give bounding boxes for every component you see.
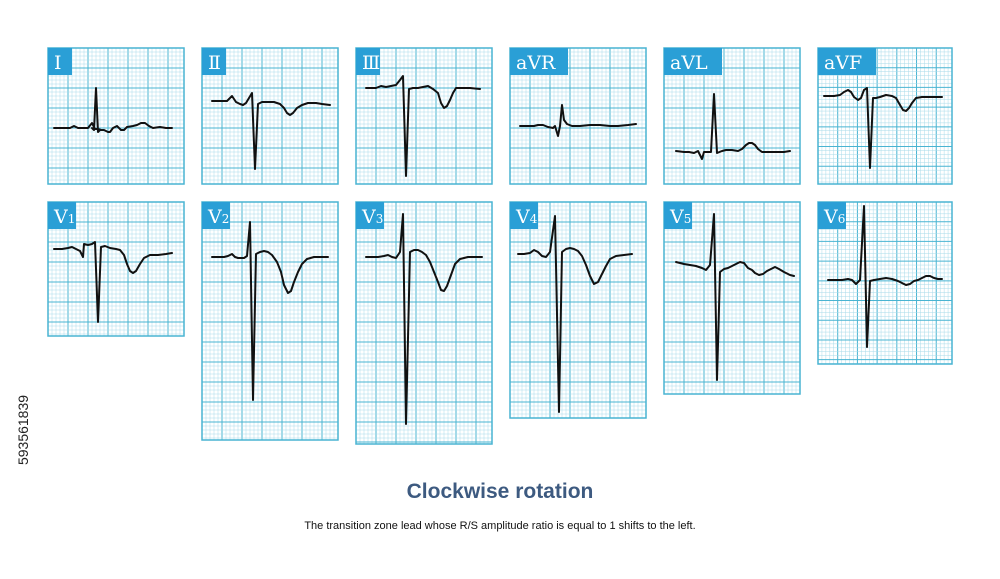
ecg-trace: [211, 92, 331, 170]
ecg-trace: [53, 87, 173, 133]
ecg-grid: [663, 47, 801, 185]
ecg-trace: [675, 93, 791, 160]
ecg-grid: [355, 47, 493, 185]
lead-label-box: [356, 48, 380, 75]
ecg-trace: [519, 104, 637, 137]
panel-border: [47, 47, 185, 185]
lead-label-subscript: 2: [222, 212, 230, 226]
panel-border: [663, 201, 801, 395]
ecg-trace: [365, 213, 483, 425]
lead-label-subscript: 3: [376, 212, 384, 226]
lead-label-box: [48, 48, 72, 75]
lead-panel-avr: aVR: [509, 47, 647, 185]
lead-label-box: [818, 48, 876, 75]
lead-label: V6: [823, 206, 845, 228]
lead-label: Ⅱ: [208, 52, 221, 74]
lead-label-box: [510, 202, 538, 229]
stock-id-text: 593561839: [15, 394, 31, 466]
lead-label: V3: [361, 206, 383, 228]
panel-border: [817, 201, 953, 365]
lead-label-box: [664, 48, 722, 75]
ecg-trace: [211, 221, 329, 401]
lead-panel-avl: aVL: [663, 47, 801, 185]
lead-label-box: [202, 48, 226, 75]
lead-label: aVR: [516, 52, 556, 74]
ecg-trace: [517, 215, 633, 413]
lead-panel-v1: V1: [47, 201, 185, 337]
lead-panel-v3: V3: [355, 201, 493, 445]
lead-label-box: [356, 202, 384, 229]
lead-label-subscript: 6: [838, 212, 846, 226]
lead-label: Ⅲ: [362, 52, 380, 74]
diagram-title: Clockwise rotation: [406, 480, 594, 503]
lead-label: V5: [669, 206, 691, 228]
lead-panel-avf: aVF: [817, 47, 953, 185]
diagram-caption: The transition zone lead whose R/S ampli…: [304, 520, 696, 532]
ecg-trace: [827, 205, 943, 348]
ecg-trace: [823, 87, 943, 169]
lead-label: V4: [515, 206, 538, 228]
lead-panel-iii: Ⅲ: [355, 47, 493, 185]
lead-panel-ii: Ⅱ: [201, 47, 339, 185]
ecg-grid: [663, 201, 801, 395]
lead-label: Ⅰ: [54, 52, 62, 74]
lead-label-subscript: 1: [68, 212, 76, 226]
lead-panel-v2: V2: [201, 201, 339, 441]
lead-label: V1: [53, 206, 75, 228]
panel-border: [817, 47, 953, 185]
lead-label: V2: [207, 206, 229, 228]
ecg-grid: [509, 201, 647, 419]
lead-label-box: [818, 202, 846, 229]
panel-border: [201, 47, 339, 185]
lead-label-box: [664, 202, 692, 229]
panel-border: [509, 201, 647, 419]
lead-panel-v6: V6: [817, 201, 953, 365]
lead-panel-v5: V5: [663, 201, 801, 395]
panel-border: [355, 47, 493, 185]
lead-label: aVL: [670, 52, 708, 74]
stock-id-label: 593561839: [8, 345, 38, 515]
ecg-trace: [53, 241, 173, 323]
lead-label: aVF: [824, 52, 862, 74]
lead-panel-v4: V4: [509, 201, 647, 419]
ecg-trace: [675, 213, 795, 381]
lead-label-box: [510, 48, 568, 75]
panel-border: [663, 47, 801, 185]
lead-label-box: [202, 202, 230, 229]
lead-label-subscript: 4: [530, 212, 538, 226]
panel-border: [355, 201, 493, 445]
panel-border: [201, 201, 339, 441]
ecg-trace: [365, 75, 481, 177]
ecg-grid: [201, 47, 339, 185]
lead-label-subscript: 5: [684, 212, 692, 226]
panel-border: [509, 47, 647, 185]
lead-panel-i: Ⅰ: [47, 47, 185, 185]
lead-label-box: [48, 202, 76, 229]
panel-border: [47, 201, 185, 337]
